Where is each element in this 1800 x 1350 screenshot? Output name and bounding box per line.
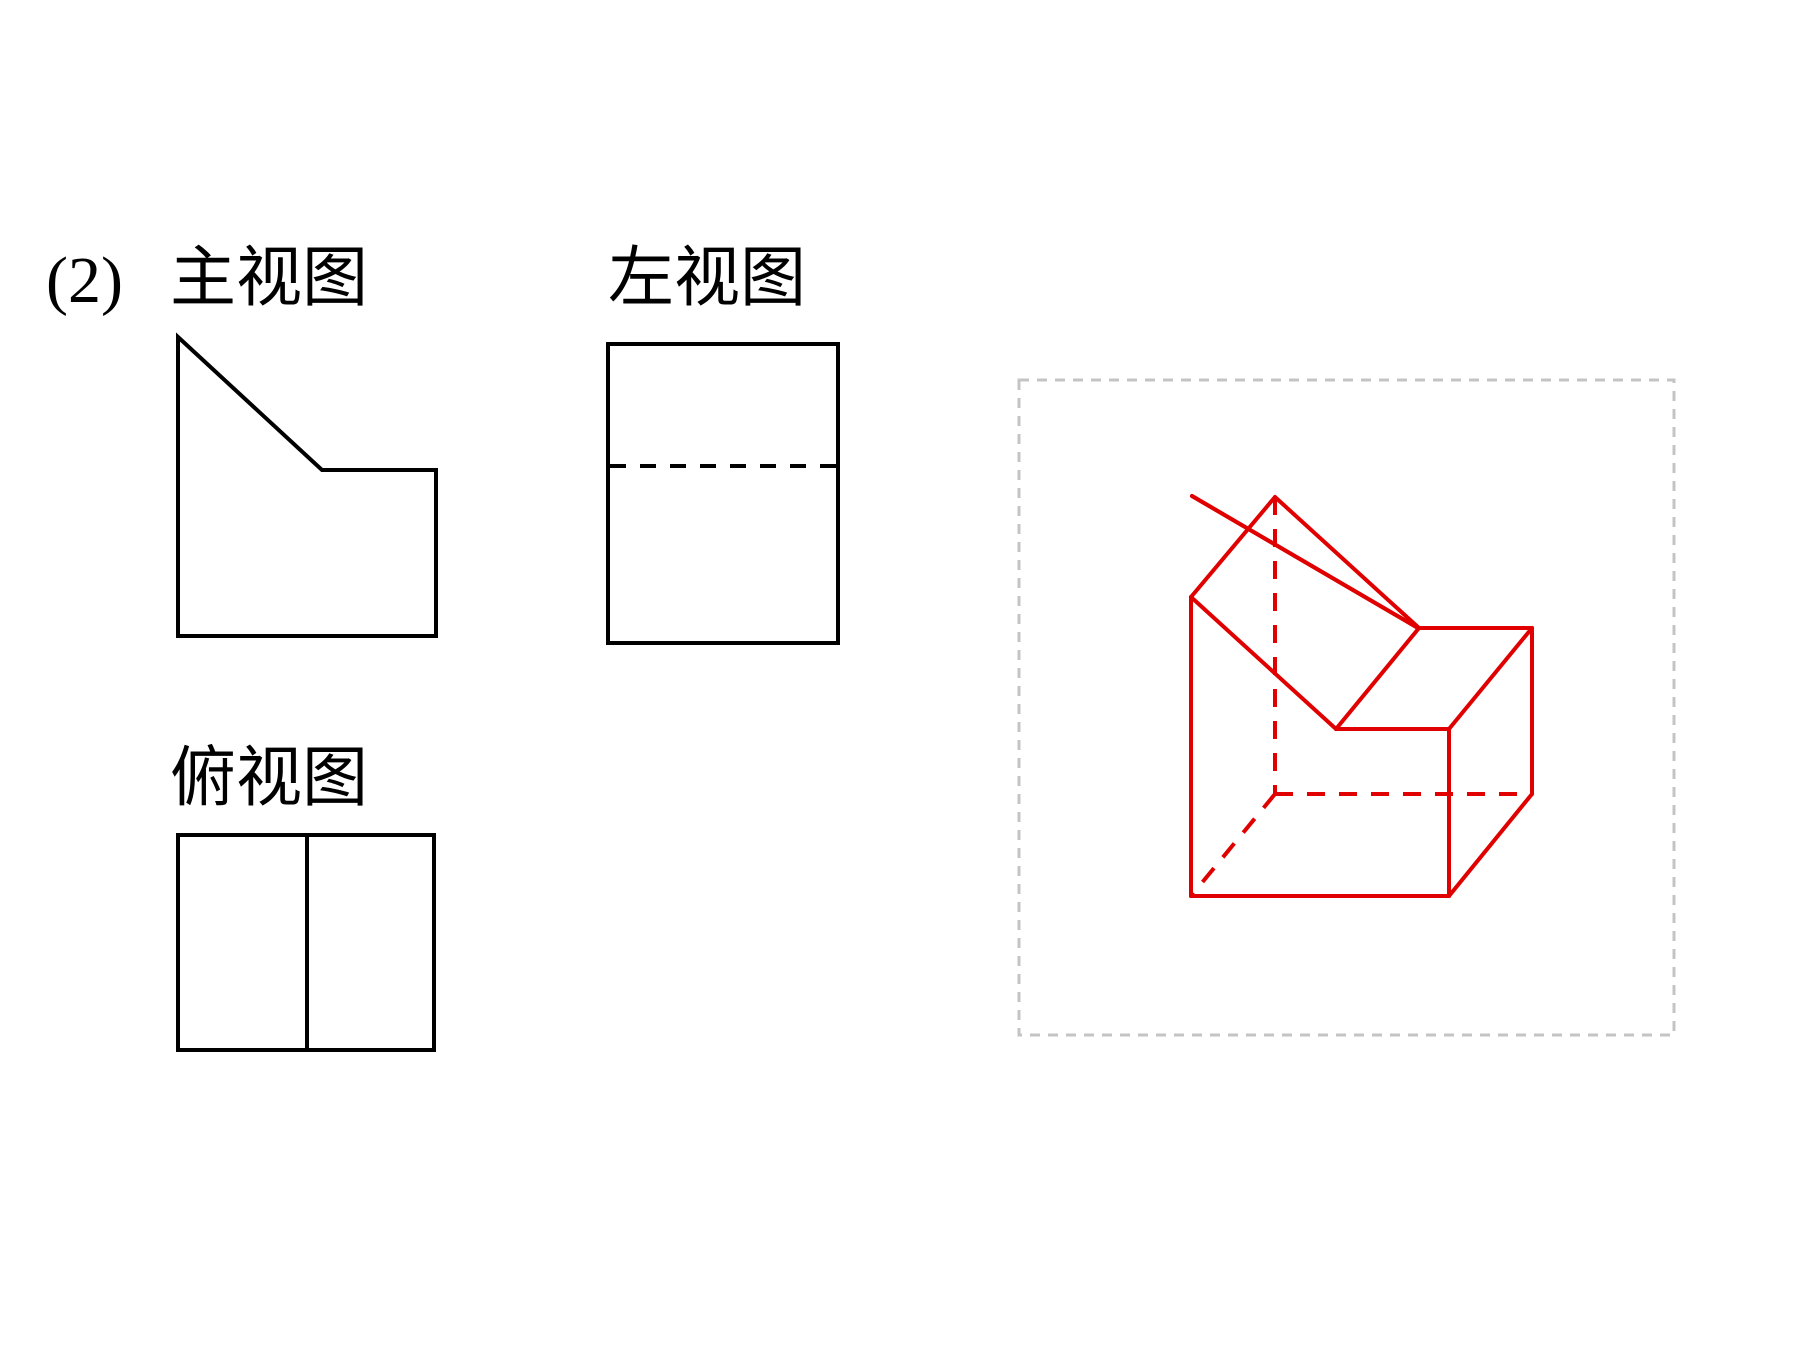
solid-drawing <box>1189 494 1534 898</box>
solid-edge <box>1190 494 1420 630</box>
left-view-outline <box>606 342 840 645</box>
solid-edge <box>1273 495 1421 630</box>
solid-edge <box>1447 626 1534 731</box>
front-view-outline <box>176 332 438 638</box>
top-view <box>176 833 436 1052</box>
problem-number: (2) <box>46 244 123 317</box>
solid-edge <box>1447 792 1534 898</box>
front-view-label: 主视图 <box>170 239 368 316</box>
top-view-label: 俯视图 <box>170 739 368 816</box>
solid-edge <box>1189 595 1338 731</box>
solid-edge <box>1189 495 1277 599</box>
left-view-label: 左视图 <box>608 239 806 316</box>
front-view <box>176 332 438 638</box>
solid-hidden-edge <box>1189 792 1277 898</box>
solid-edge <box>1334 626 1421 731</box>
left-view <box>606 342 840 645</box>
answer-frame <box>1017 378 1676 1037</box>
